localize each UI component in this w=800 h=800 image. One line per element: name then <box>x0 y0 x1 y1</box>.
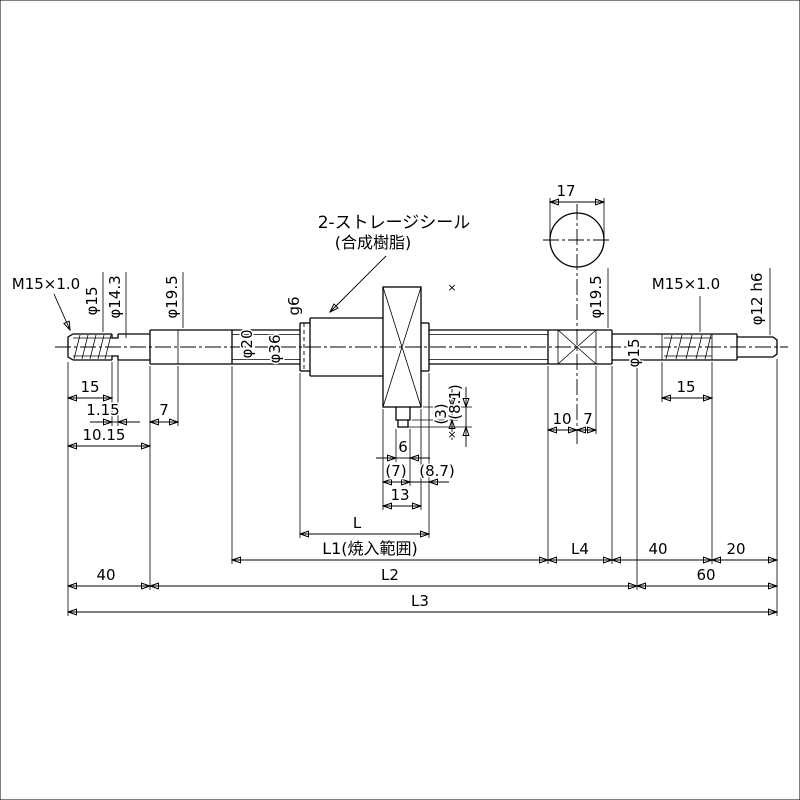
nut-assembly <box>299 286 430 408</box>
dim-8-7-paren: (8.7) <box>419 462 455 480</box>
seal-note-line2: (合成樹脂) <box>335 233 412 252</box>
dim-L: L <box>353 514 362 532</box>
label-dia15-left: φ15 <box>83 287 101 316</box>
label-thread-right: M15×1.0 <box>652 275 720 293</box>
dim-7-paren: (7) <box>385 462 406 480</box>
leader-lines <box>53 255 387 330</box>
label-dia20: φ20 <box>238 330 256 359</box>
label-dia12: φ12 h6 <box>748 273 766 326</box>
dim-1-15: 1.15 <box>86 401 119 419</box>
section-mark-bottom: × <box>447 428 456 441</box>
dim-3-paren: (3) <box>432 403 450 424</box>
label-dia36: φ36 <box>266 335 284 364</box>
dim-20-right: 20 <box>726 540 745 558</box>
grease-nipple <box>395 407 411 428</box>
leader-thread-left <box>53 293 70 330</box>
shaft-right-end <box>612 333 778 361</box>
dim-6: 6 <box>398 438 408 456</box>
extension-lines <box>67 198 778 616</box>
dim-17: 17 <box>556 182 575 200</box>
dim-7-left: 7 <box>159 401 169 419</box>
dim-13: 13 <box>390 486 409 504</box>
dim-7-right: 7 <box>583 410 593 428</box>
label-dia19-5-left: φ19.5 <box>163 275 181 318</box>
dim-10-15: 10.15 <box>83 426 126 444</box>
dim-40-right: 40 <box>648 540 667 558</box>
dim-L4: L4 <box>571 540 589 558</box>
nut-flange <box>382 286 422 408</box>
section-mark-top: × <box>447 281 456 294</box>
cross-hole-collar <box>547 329 613 365</box>
dim-15-right: 15 <box>676 378 695 396</box>
dim-L2: L2 <box>381 566 399 584</box>
shaft-left-end <box>67 329 233 365</box>
label-tolerance-g6: g6 <box>285 296 303 315</box>
dim-8-1-paren: (8.1) <box>446 384 464 420</box>
labels: M15×1.0 φ15 φ14.3 φ19.5 φ20 φ36 g6 2-ストレ… <box>10 181 767 612</box>
label-dia15-right: φ15 <box>625 339 643 368</box>
dimension-lines <box>68 202 777 612</box>
dim-10-right: 10 <box>552 410 571 428</box>
dim-60-right: 60 <box>696 566 715 584</box>
centerlines <box>55 204 788 444</box>
label-thread-left: M15×1.0 <box>12 275 80 293</box>
ballscrew-shaft <box>232 329 548 365</box>
leader-seal-note <box>330 255 387 312</box>
dim-L3: L3 <box>411 592 429 610</box>
seal-note-line1: 2-ストレージシール <box>318 213 471 233</box>
dim-40-left: 40 <box>96 566 115 584</box>
dim-15-left: 15 <box>80 378 99 396</box>
label-dia19-5-right: φ19.5 <box>587 275 605 318</box>
label-dia14-3: φ14.3 <box>106 275 124 318</box>
dim-L1: L1(焼入範囲) <box>322 539 418 558</box>
